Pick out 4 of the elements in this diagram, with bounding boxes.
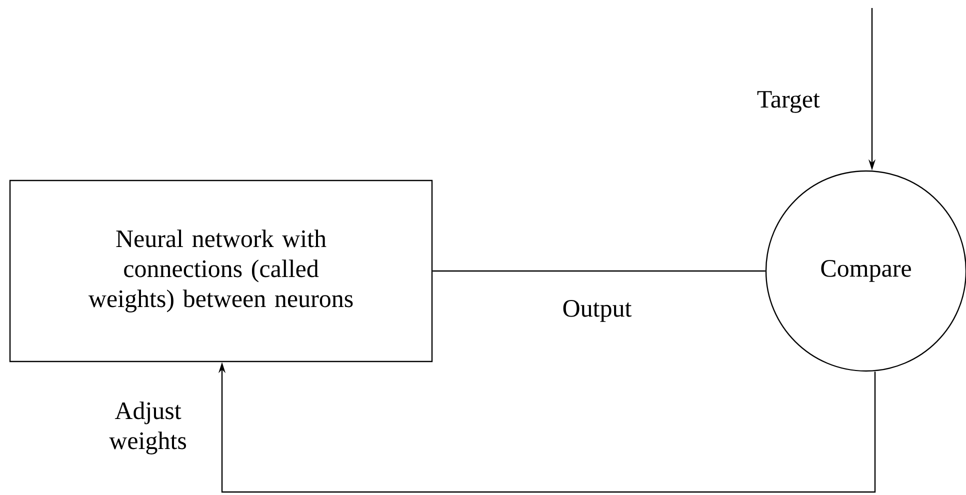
edge-label: Target (757, 91, 820, 113)
edge-label: Output (563, 300, 632, 322)
edge-label: Adjust weights (109, 402, 186, 454)
process-box: Neural network with connections (called weights) between neurons (9, 180, 433, 362)
